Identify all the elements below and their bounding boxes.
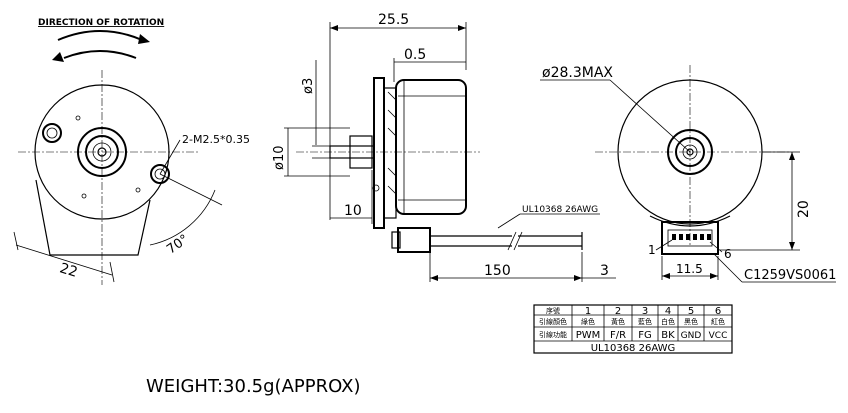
table-cell: F/R <box>610 330 626 341</box>
table-cell: 3 <box>642 306 648 317</box>
pin-1-label: 1 <box>648 243 656 257</box>
front-view: ø28.3MAX 20 1 6 11.5 <box>540 65 836 283</box>
table-cell: 黃色 <box>611 317 625 326</box>
table-cell: PWM <box>576 330 601 341</box>
length-10-dimension: 10 <box>344 203 362 219</box>
table-cell: 5 <box>688 306 694 317</box>
screw-callout: 2-M2.5*0.35 <box>182 133 250 146</box>
length-150-dimension: 150 <box>484 263 511 279</box>
connector-part-number: C1259VS0061 <box>744 268 836 283</box>
dia-3-dimension: ø3 <box>301 78 316 94</box>
angle-dimension: 70° <box>164 232 191 258</box>
width-22-dimension: 22 <box>58 260 80 281</box>
rotation-label: DIRECTION OF ROTATION <box>38 18 164 28</box>
rotation-arrow-icon <box>52 30 150 62</box>
connector-pins <box>672 234 711 240</box>
table-cell: VCC <box>709 331 728 341</box>
dia-28-3-dimension: ø28.3MAX <box>542 65 613 81</box>
gap-0-5-dimension: 0.5 <box>404 47 426 63</box>
table-cell: 引線顏色 <box>539 317 567 326</box>
table-cell: 1 <box>585 306 591 317</box>
cable-label: UL10368 26AWG <box>522 205 598 215</box>
table-cell: 2 <box>615 306 621 317</box>
table-cell: 紅色 <box>711 317 725 326</box>
table-cell: FG <box>638 330 652 341</box>
table-cell: 白色 <box>661 317 675 326</box>
table-cell: 綠色 <box>581 317 595 326</box>
left-view: DIRECTION OF ROTATION 2-M2.5*0.35 <box>13 18 250 285</box>
height-20-dimension: 20 <box>796 200 812 218</box>
table-cell: 4 <box>665 306 671 317</box>
table-footer: UL10368 26AWG <box>591 343 676 354</box>
side-view: 25.5 0.5 ø3 ø10 <box>272 12 616 282</box>
table-cell: 6 <box>715 306 721 317</box>
table-cell: 黑色 <box>684 317 698 326</box>
table-cell: 序號 <box>546 306 560 315</box>
dia-10-dimension: ø10 <box>272 146 287 171</box>
pin-6-label: 6 <box>724 247 732 261</box>
length-25-5-dimension: 25.5 <box>378 12 409 28</box>
table-cell: GND <box>681 331 702 341</box>
pin-table: 序號 1 2 3 4 5 6 引線顏色 綠色 黃色 藍色 白色 黑色 紅色 引線… <box>533 304 733 354</box>
table-cell: BK <box>661 330 675 341</box>
table-cell: 引線功能 <box>539 330 567 339</box>
length-3-dimension: 3 <box>600 263 609 279</box>
width-11-5-dimension: 11.5 <box>676 262 703 276</box>
weight-label: WEIGHT:30.5g(APPROX) <box>146 376 360 397</box>
table-cell: 藍色 <box>638 317 652 326</box>
